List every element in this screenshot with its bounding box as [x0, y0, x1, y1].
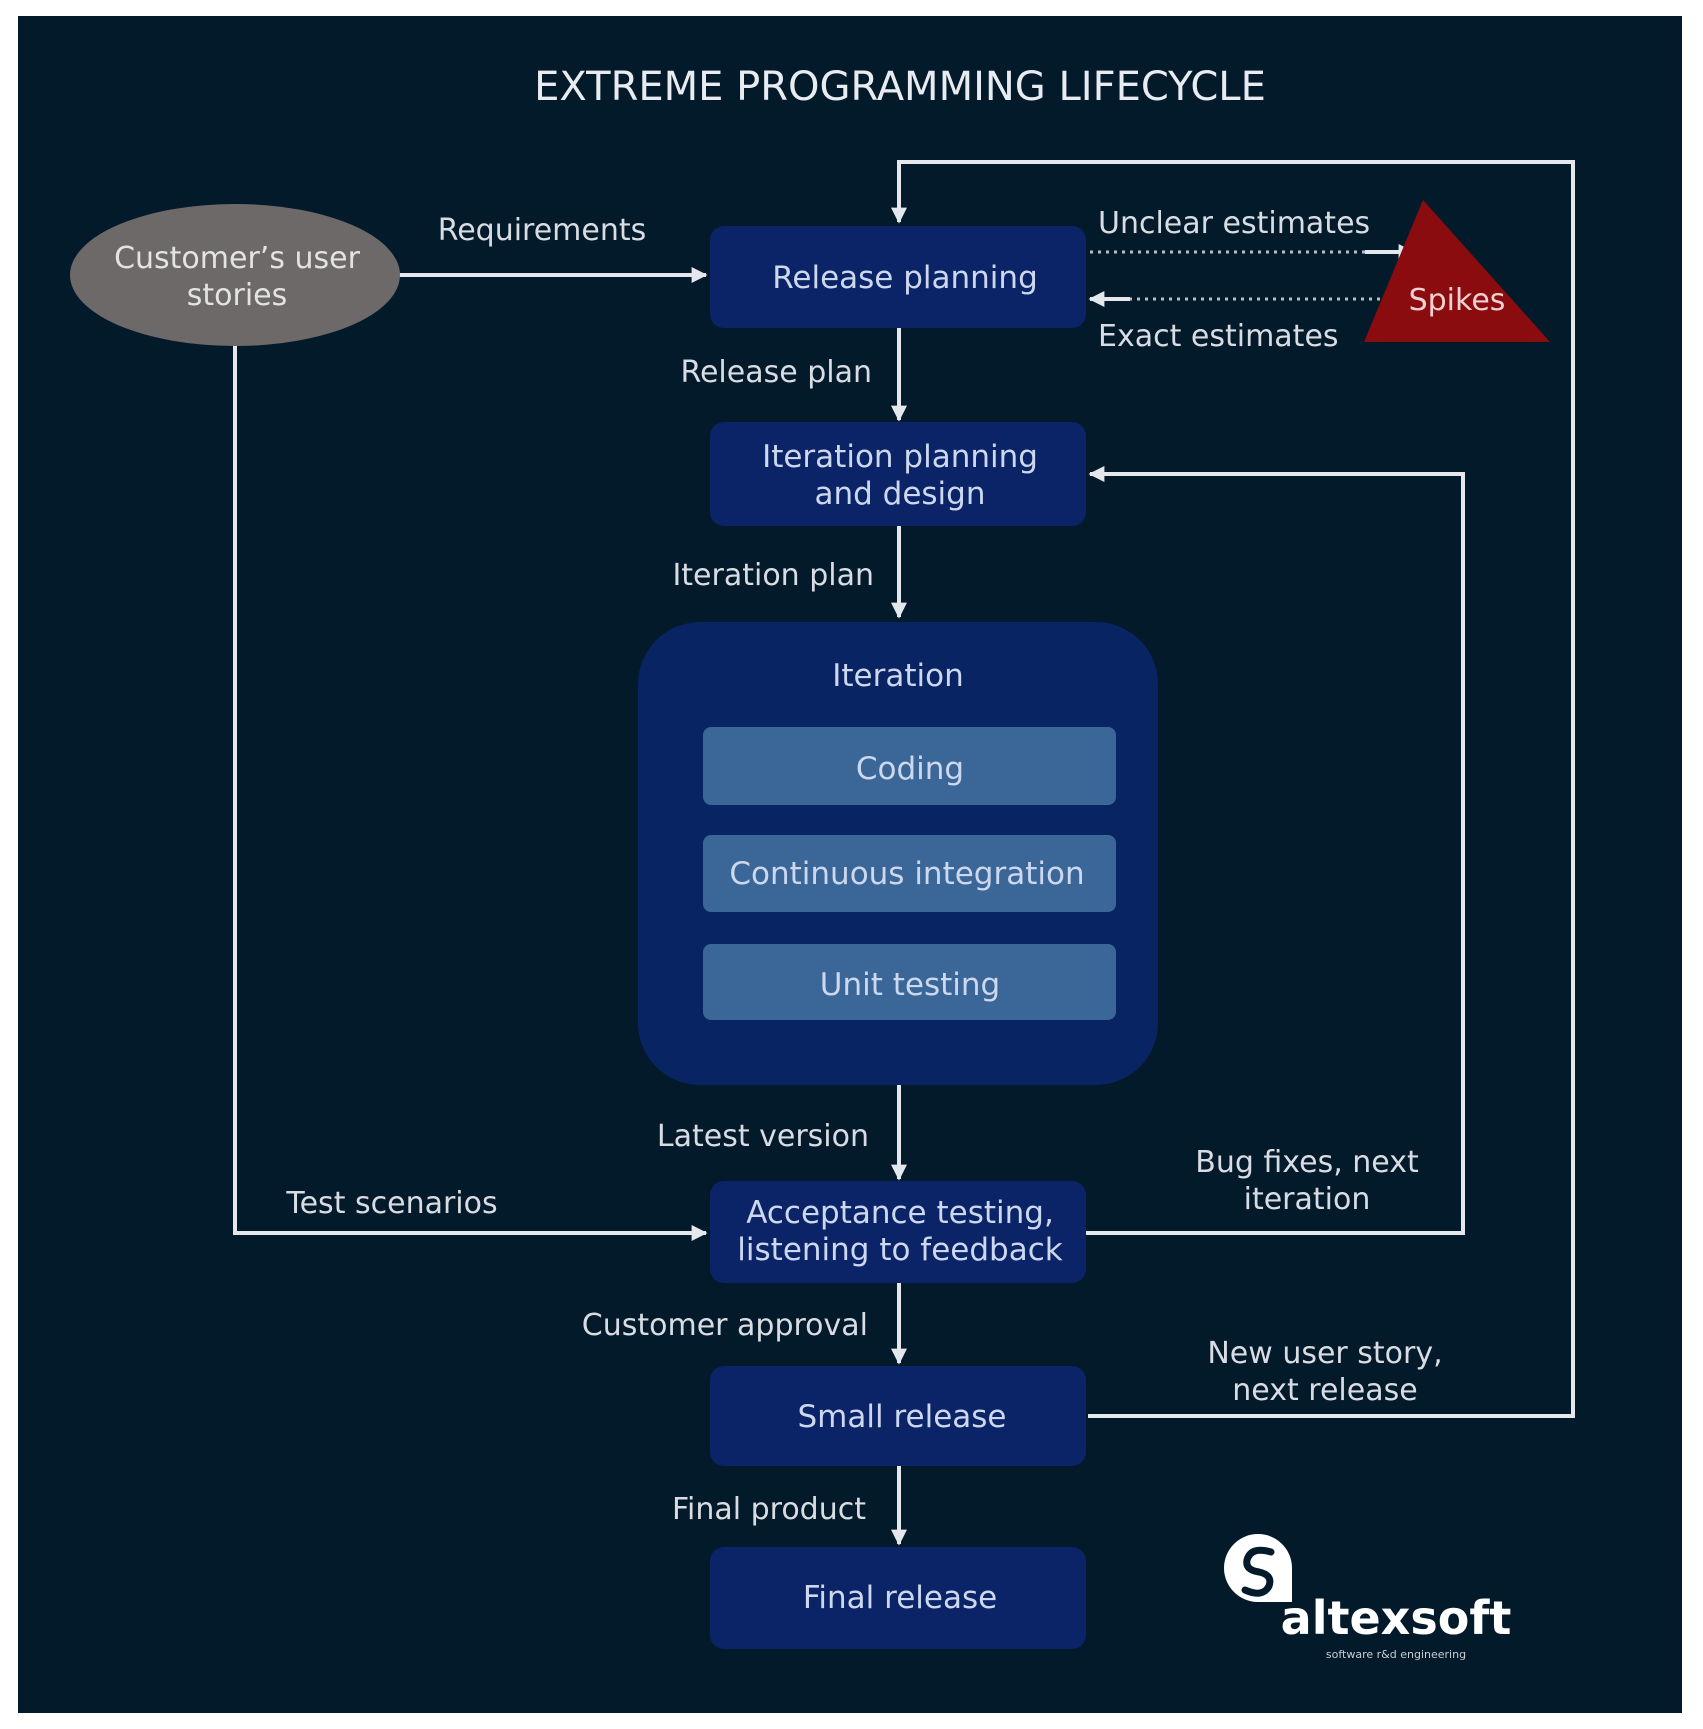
- altexsoft-logo-text: altexsoft: [1281, 1591, 1512, 1645]
- user-stories-node: Customer’s user stories: [70, 204, 400, 346]
- small-release-box: [710, 1366, 1086, 1466]
- user-stories-line-2: stories: [187, 278, 288, 313]
- exact-estimates-label: Exact estimates: [1098, 319, 1339, 354]
- final-release-box: [710, 1547, 1086, 1649]
- new-user-story-line-2: next release: [1232, 1373, 1417, 1408]
- release-planning-label: Release planning: [772, 260, 1038, 296]
- iteration-plan-label: Iteration plan: [672, 558, 874, 593]
- release-plan-label: Release plan: [680, 355, 872, 390]
- acceptance-testing-box: [710, 1181, 1086, 1283]
- user-stories-ellipse: [70, 204, 400, 346]
- iteration-planning-line-2: and design: [814, 476, 985, 512]
- acceptance-testing-node: Acceptance testing, listening to feedbac…: [710, 1181, 1086, 1283]
- acceptance-testing-line-2: listening to feedback: [737, 1232, 1062, 1268]
- acceptance-testing-line-1: Acceptance testing,: [746, 1195, 1054, 1231]
- unit-testing-label: Unit testing: [820, 967, 1000, 1003]
- altexsoft-logo: altexsoft software r&d engineering: [1224, 1534, 1511, 1661]
- unclear-estimates-label: Unclear estimates: [1098, 206, 1370, 241]
- continuous-integration-box: [703, 835, 1116, 912]
- coding-box: [703, 727, 1116, 805]
- customer-approval-label: Customer approval: [582, 1308, 868, 1343]
- coding-label: Coding: [856, 751, 964, 787]
- spikes-node: Spikes: [1364, 200, 1550, 342]
- iteration-container: Iteration Coding Continuous integration …: [638, 622, 1158, 1085]
- requirements-label: Requirements: [438, 213, 647, 248]
- latest-version-label: Latest version: [657, 1119, 869, 1154]
- final-release-label: Final release: [803, 1580, 997, 1616]
- unit-testing-box: [703, 944, 1116, 1020]
- bug-fixes-line-1: Bug fixes, next: [1195, 1145, 1419, 1180]
- new-user-story-arrow: [891, 160, 1575, 1418]
- spikes-triangle: [1364, 200, 1550, 342]
- continuous-integration-label: Continuous integration: [729, 856, 1084, 892]
- edge-labels: Requirements Unclear estimates Exact est…: [285, 206, 1442, 1527]
- iteration-label: Iteration: [832, 658, 964, 694]
- altexsoft-logo-icon: [1224, 1534, 1292, 1602]
- iteration-planning-node: Iteration planning and design: [710, 422, 1086, 526]
- test-scenarios-label: Test scenarios: [285, 1186, 497, 1221]
- connectors: [233, 160, 1575, 1546]
- iteration-planning-box: [710, 422, 1086, 526]
- new-user-story-line-1: New user story,: [1207, 1336, 1442, 1371]
- spikes-label: Spikes: [1409, 283, 1506, 318]
- altexsoft-logo-tagline: software r&d engineering: [1326, 1648, 1466, 1661]
- diagram-title: EXTREME PROGRAMMING LIFECYCLE: [534, 64, 1266, 110]
- small-release-label: Small release: [798, 1399, 1007, 1435]
- test-scenarios-arrow: [233, 343, 708, 1241]
- bug-fixes-line-2: iteration: [1244, 1182, 1371, 1217]
- iteration-planning-line-1: Iteration planning: [762, 439, 1038, 475]
- release-planning-box: [710, 226, 1086, 328]
- final-release-node: Final release: [710, 1547, 1086, 1649]
- small-release-node: Small release: [710, 1366, 1086, 1466]
- release-planning-node: Release planning: [710, 226, 1086, 328]
- final-product-label: Final product: [672, 1492, 866, 1527]
- user-stories-line-1: Customer’s user: [114, 241, 361, 276]
- bug-fixes-arrow: [1085, 466, 1465, 1235]
